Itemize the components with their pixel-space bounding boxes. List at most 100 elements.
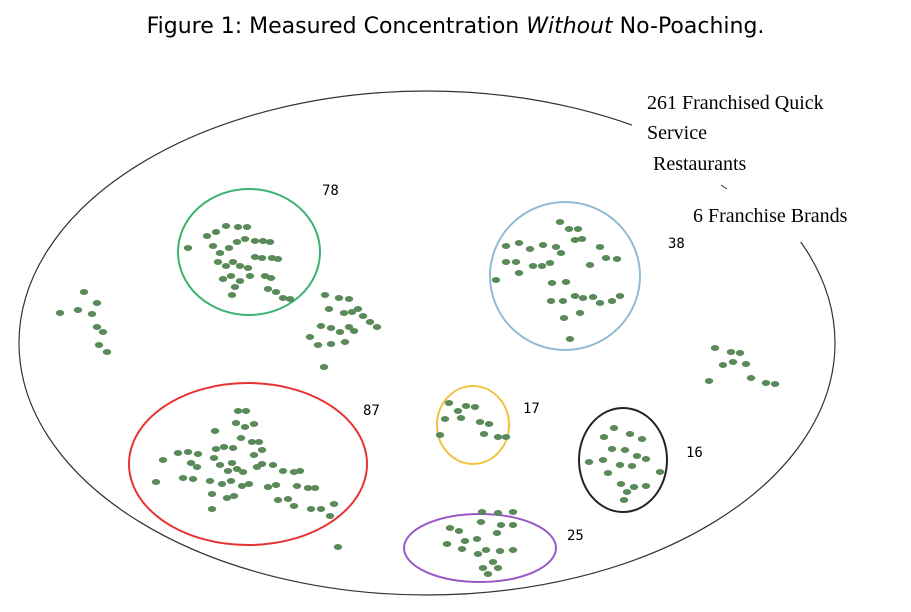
restaurant-dot <box>211 446 221 452</box>
restaurant-dot <box>313 342 323 348</box>
restaurant-dot <box>186 460 196 466</box>
restaurant-dot <box>655 469 665 475</box>
restaurant-dot <box>578 295 588 301</box>
restaurant-dot <box>245 273 255 279</box>
restaurant-dot <box>472 536 482 542</box>
restaurant-dot <box>55 310 65 316</box>
restaurant-dot <box>207 491 217 497</box>
restaurant-dot <box>457 546 467 552</box>
restaurant-dot <box>607 298 617 304</box>
cluster-yellow-circle <box>436 385 510 465</box>
restaurant-dot <box>607 446 617 452</box>
restaurant-dot <box>479 431 489 437</box>
restaurant-dot <box>207 506 217 512</box>
restaurant-dot <box>445 525 455 531</box>
restaurant-dot <box>92 300 102 306</box>
restaurant-dot <box>627 463 637 469</box>
restaurant-dot <box>595 244 605 250</box>
restaurant-dot <box>257 461 267 467</box>
restaurant-dot <box>208 243 218 249</box>
restaurant-dot <box>183 449 193 455</box>
restaurant-dot <box>609 425 619 431</box>
restaurant-dot <box>528 263 538 269</box>
restaurant-dot <box>570 293 580 299</box>
restaurant-dot <box>266 275 276 281</box>
restaurant-dot <box>306 506 316 512</box>
cluster-red-circle <box>128 382 368 546</box>
restaurant-dot <box>329 501 339 507</box>
restaurant-dot <box>625 431 635 437</box>
restaurant-dot <box>295 468 305 474</box>
restaurant-dot <box>615 293 625 299</box>
cluster-black-circle <box>578 407 668 513</box>
restaurant-dot <box>283 496 293 502</box>
restaurant-dot <box>615 462 625 468</box>
restaurant-dot <box>319 364 329 370</box>
restaurant-dot <box>629 484 639 490</box>
restaurant-dot <box>547 280 557 286</box>
cluster-green-count: 78 <box>322 183 339 199</box>
restaurant-dot <box>476 519 486 525</box>
restaurant-dot <box>209 455 219 461</box>
restaurant-dot <box>460 538 470 544</box>
restaurant-dot <box>310 485 320 491</box>
restaurant-dot <box>292 483 302 489</box>
restaurant-dot <box>226 273 236 279</box>
restaurant-dot <box>537 263 547 269</box>
restaurant-dot <box>710 345 720 351</box>
restaurant-dot <box>237 483 247 489</box>
restaurant-dot <box>501 243 511 249</box>
restaurant-dot <box>603 470 613 476</box>
restaurant-dot <box>741 361 751 367</box>
restaurant-dot <box>268 462 278 468</box>
restaurant-dot <box>218 276 228 282</box>
restaurants-annotation-line1: 261 Franchised Quick <box>647 92 824 114</box>
restaurant-dot <box>481 547 491 553</box>
restaurant-dot <box>493 565 503 571</box>
restaurant-dot <box>235 278 245 284</box>
restaurant-dot <box>263 286 273 292</box>
restaurant-dot <box>545 260 555 266</box>
restaurant-dot <box>263 484 273 490</box>
restaurant-dot <box>641 456 651 462</box>
restaurant-dot <box>193 451 203 457</box>
restaurant-dot <box>358 313 368 319</box>
restaurant-dot <box>525 246 535 252</box>
restaurant-dot <box>229 493 239 499</box>
restaurant-dot <box>365 319 375 325</box>
restaurant-dot <box>232 466 242 472</box>
restaurant-dot <box>718 362 728 368</box>
restaurant-dot <box>325 513 335 519</box>
cluster-blue-circle <box>489 201 641 351</box>
restaurant-dot <box>244 481 254 487</box>
restaurant-dot <box>620 447 630 453</box>
restaurant-dot <box>224 245 234 251</box>
restaurant-dot <box>183 245 193 251</box>
restaurant-dot <box>215 250 225 256</box>
restaurant-dot <box>242 224 252 230</box>
restaurant-dot <box>444 400 454 406</box>
restaurant-dot <box>79 289 89 295</box>
restaurant-dot <box>511 259 521 265</box>
restaurant-dot <box>222 495 232 501</box>
restaurant-dot <box>456 415 466 421</box>
cluster-purple-count: 25 <box>567 528 584 544</box>
restaurant-dot <box>326 341 336 347</box>
restaurant-dot <box>265 239 275 245</box>
restaurant-dot <box>598 457 608 463</box>
restaurants-annotation-line3: Restaurants <box>653 153 747 175</box>
restaurant-dots <box>55 219 780 577</box>
restaurant-dot <box>289 503 299 509</box>
restaurant-dot <box>565 336 575 342</box>
restaurant-dot <box>584 459 594 465</box>
cluster-yellow-count: 17 <box>523 401 540 417</box>
restaurant-dot <box>334 295 344 301</box>
restaurant-dot <box>305 334 315 340</box>
cluster-green-circle <box>177 188 321 316</box>
restaurant-dot <box>559 315 569 321</box>
restaurant-dot <box>349 328 359 334</box>
restaurant-dot <box>158 457 168 463</box>
restaurant-dot <box>238 469 248 475</box>
restaurant-dot <box>278 295 288 301</box>
restaurant-dot <box>704 378 714 384</box>
